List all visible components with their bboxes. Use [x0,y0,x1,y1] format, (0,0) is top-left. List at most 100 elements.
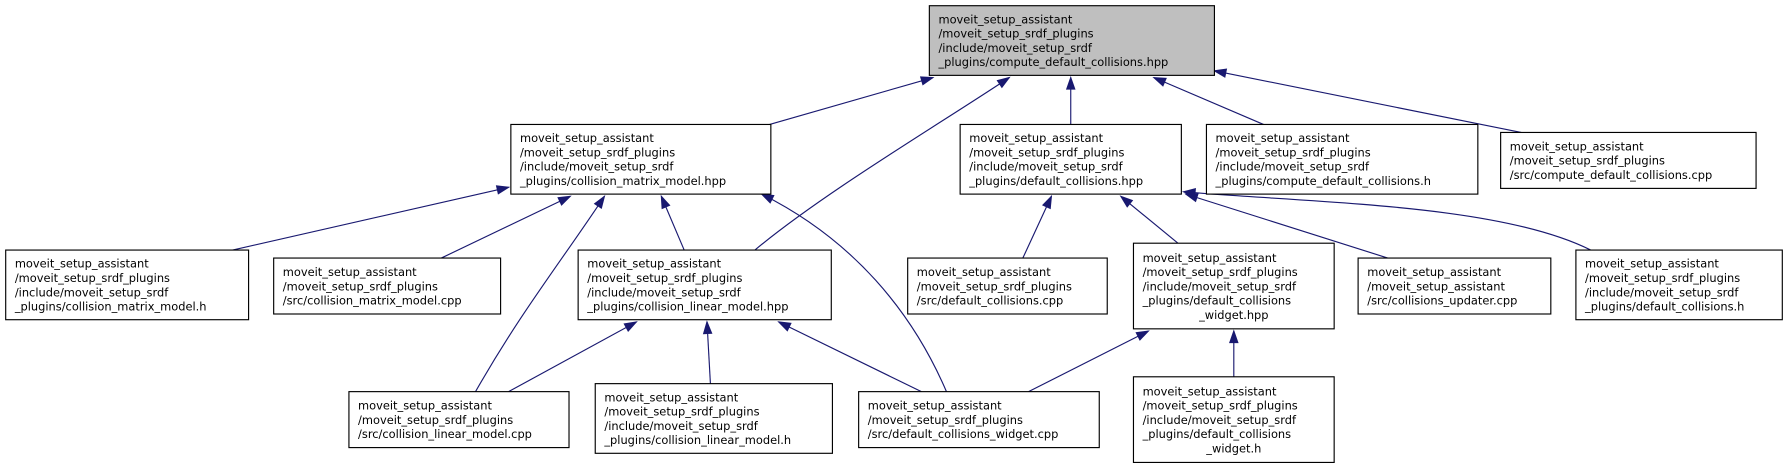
node-box[interactable] [273,257,502,315]
node-label-line: /src/compute_default_collisions.cpp [1510,168,1712,182]
node-box[interactable] [348,391,570,449]
arrowhead-icon [1065,75,1076,90]
edge-clm_cpp-to-clm_hpp [508,321,638,393]
edge-clm_hpp-to-cmm_hpp [660,194,685,251]
node-label-line: _plugins/collision_matrix_model.h [14,300,207,314]
edge-clm_h-to-clm_hpp [702,320,713,384]
node-box[interactable] [594,383,833,454]
node-cmm-cpp[interactable]: moveit_setup_assistant/moveit_setup_srdf… [273,257,502,315]
node-label-line: /include/moveit_setup_srdf [1143,279,1297,293]
node-box[interactable] [858,391,1100,449]
node-label-line: moveit_setup_assistant [868,399,1002,413]
node-clm-hpp[interactable]: moveit_setup_assistant/moveit_setup_srdf… [577,249,832,321]
node-label-line: /moveit_setup_srdf_plugins [587,271,742,285]
node-label-line: /moveit_setup_srdf_plugins [1143,265,1298,279]
node-clm-cpp[interactable]: moveit_setup_assistant/moveit_setup_srdf… [348,391,570,449]
node-label-line: /moveit_setup_srdf_plugins [358,413,513,427]
node-label-line: /include/moveit_setup_srdf [520,160,674,174]
node-box[interactable] [907,257,1108,315]
node-cmm-h[interactable]: moveit_setup_assistant/moveit_setup_srdf… [5,249,250,321]
node-label-line: _plugins/default_collisions.hpp [968,174,1143,188]
node-cu-cpp[interactable]: moveit_setup_assistant/moveit_setup_assi… [1357,257,1552,315]
edge-dc_h-to-dc_hpp [1181,188,1591,251]
node-dc-h[interactable]: moveit_setup_assistant/moveit_setup_srdf… [1575,249,1783,321]
arrowhead-icon [1229,329,1239,344]
arrowhead-icon [919,76,935,86]
arrowhead-icon [1212,68,1228,78]
edges-layer [232,68,1591,393]
edge-line [1214,70,1522,134]
node-dc-cpp[interactable]: moveit_setup_assistant/moveit_setup_srdf… [907,257,1108,315]
node-label-line: /src/collision_matrix_model.cpp [283,294,462,308]
edge-line [508,321,637,393]
edge-line [1183,191,1591,251]
node-label-line: _plugins/compute_default_collisions.h [1215,174,1431,188]
node-label-line: moveit_setup_assistant [1216,131,1350,145]
node-dcw-h[interactable]: moveit_setup_assistant/moveit_setup_srdf… [1132,376,1335,464]
edge-clm_hpp-to-root [754,76,1011,251]
node-label-line: /moveit_setup_srdf_plugins [938,27,1093,41]
edge-dcw_hpp-to-dc_hpp [1119,195,1179,244]
arrowhead-icon [623,321,638,332]
node-label-line: /moveit_setup_assistant [1367,279,1505,293]
node-box[interactable] [1132,376,1335,464]
node-label-line: /src/collisions_updater.cpp [1367,294,1517,308]
node-root[interactable]: moveit_setup_assistant/moveit_setup_srdf… [928,5,1215,76]
node-label-line: /include/moveit_setup_srdf [604,419,758,433]
arrowhead-icon [1152,76,1167,87]
node-box[interactable] [1132,242,1335,330]
edge-line [1153,77,1264,125]
node-label-line: /include/moveit_setup_srdf [1143,413,1297,427]
node-cmm-hpp[interactable]: moveit_setup_assistant/moveit_setup_srdf… [510,123,772,195]
node-label-line: /moveit_setup_srdf_plugins [15,271,170,285]
node-label-line: /include/moveit_setup_srdf [1216,160,1370,174]
edge-line [769,77,933,126]
edge-line [754,77,1010,251]
node-dcw-hpp[interactable]: moveit_setup_assistant/moveit_setup_srdf… [1132,242,1335,330]
arrowhead-icon [996,76,1011,89]
node-label-line: _widget.hpp [1198,308,1268,322]
node-box[interactable] [928,5,1215,76]
arrowhead-icon [1041,194,1053,210]
node-label-line: moveit_setup_assistant [358,399,492,413]
edge-line [778,321,922,393]
node-label-line: /include/moveit_setup_srdf [969,160,1123,174]
nodes-layer: moveit_setup_assistant/moveit_setup_srdf… [5,5,1783,464]
edge-line [475,196,605,392]
node-label-line: /include/moveit_setup_srdf [1585,285,1739,299]
node-box[interactable] [1357,257,1552,315]
node-dcw-cpp[interactable]: moveit_setup_assistant/moveit_setup_srdf… [858,391,1100,449]
node-box[interactable] [510,123,772,195]
edge-cdc_h-to-root [1152,76,1264,125]
edge-dcw_cpp-to-dcw_hpp [1028,330,1150,393]
node-label-line: /moveit_setup_srdf_plugins [1216,145,1371,159]
node-box[interactable] [577,249,832,321]
node-box[interactable] [1500,131,1757,189]
node-label-line: moveit_setup_assistant [604,390,738,404]
edge-line [441,195,571,259]
node-label-line: /moveit_setup_srdf_plugins [917,279,1072,293]
node-label-line: /moveit_setup_srdf_plugins [1585,271,1740,285]
edge-cmm_hpp-to-root [769,76,935,126]
node-label-line: moveit_setup_assistant [1367,265,1501,279]
node-box[interactable] [1205,123,1479,195]
node-box[interactable] [959,123,1182,195]
node-label-line: /src/default_collisions.cpp [917,294,1063,308]
node-box[interactable] [5,249,250,321]
node-label-line: _plugins/collision_matrix_model.hpp [519,174,726,188]
node-label-line: moveit_setup_assistant [1510,139,1644,153]
node-label-line: _plugins/default_collisions [1142,427,1292,441]
node-dc-hpp[interactable]: moveit_setup_assistant/moveit_setup_srdf… [959,123,1182,195]
arrowhead-icon [495,185,511,195]
node-label-line: moveit_setup_assistant [587,257,721,271]
node-cdc-h[interactable]: moveit_setup_assistant/moveit_setup_srdf… [1205,123,1479,195]
node-label-line: /moveit_setup_srdf_plugins [969,145,1124,159]
node-label-line: _plugins/compute_default_collisions.hpp [937,55,1168,69]
arrowhead-icon [660,194,671,210]
node-clm-h[interactable]: moveit_setup_assistant/moveit_setup_srdf… [594,383,833,454]
node-label-line: moveit_setup_assistant [1585,257,1719,271]
node-label-line: moveit_setup_assistant [283,265,417,279]
node-label-line: _plugins/default_collisions.h [1584,300,1744,314]
node-box[interactable] [1575,249,1783,321]
node-cdc-cpp[interactable]: moveit_setup_assistant/moveit_setup_srdf… [1500,131,1757,189]
